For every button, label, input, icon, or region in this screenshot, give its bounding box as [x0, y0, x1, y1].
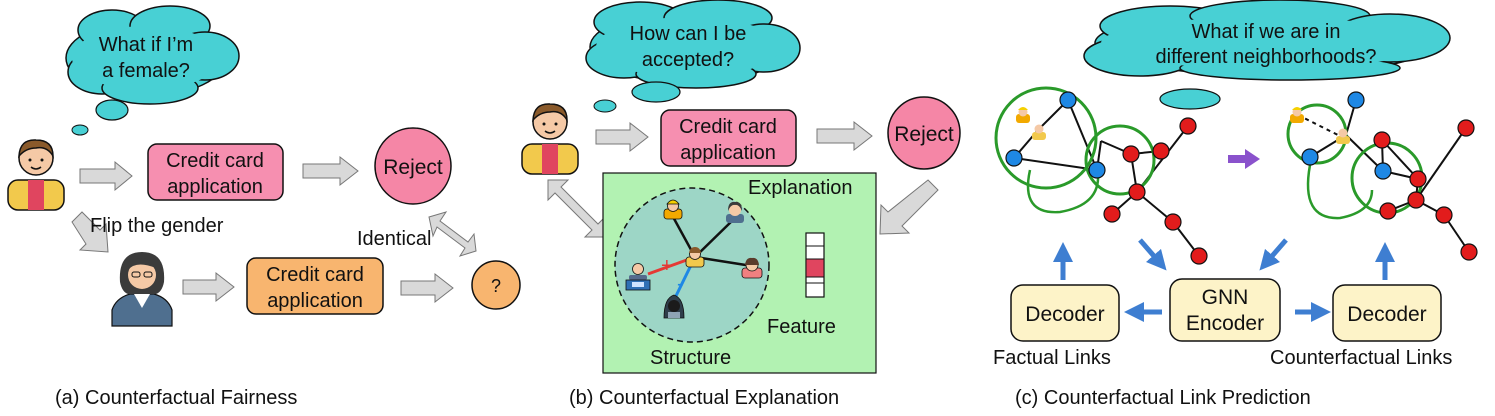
thought-cloud-c: [1083, 0, 1451, 110]
thought-text-c-line2: different neighborhoods?: [1156, 46, 1377, 68]
arrow-a1: [79, 160, 133, 192]
reject-circle-a: [374, 127, 452, 205]
minus-sign: -: [677, 273, 684, 295]
person-icon: [1032, 124, 1046, 140]
application-top-line2: application: [167, 176, 263, 198]
man-avatar-icon: [7, 139, 65, 211]
arrow-a2: [302, 155, 359, 187]
edge-b3: [694, 255, 753, 268]
thought-text-a-line2: a female?: [102, 60, 190, 82]
panel-c: What if we are in different neighborhood…: [993, 0, 1478, 409]
decoder-left-label: Decoder: [1025, 303, 1104, 326]
center-person-icon: [685, 247, 705, 268]
decoder-right-label: Decoder: [1347, 303, 1426, 326]
reject-text-b: Reject: [894, 123, 954, 146]
counterfactual-links-label: Counterfactual Links: [1270, 347, 1452, 369]
worker-icon: [1290, 107, 1304, 123]
decoder-box-left: [1010, 284, 1120, 342]
arrow-a4: [400, 272, 454, 304]
structure-label: Structure: [650, 347, 731, 369]
hacker-icon: [663, 294, 685, 319]
arrow-a-diagonal: [71, 211, 109, 253]
application-bottom-line1: Credit card: [266, 264, 364, 286]
worker-icon: [663, 199, 683, 220]
thought-text-b-line2: accepted?: [642, 49, 734, 71]
thought-text-a-line1: What if I’m: [99, 34, 193, 56]
person-icon: [1336, 128, 1350, 144]
flip-label: Flip the gender: [90, 215, 224, 237]
reject-circle-b: [887, 96, 961, 170]
question-circle: [471, 260, 521, 310]
neighborhood-ring: [1084, 124, 1156, 196]
explanation-label: Explanation: [748, 177, 853, 199]
arrow-b-bidirectional: [547, 179, 606, 238]
feature-label: Feature: [767, 316, 836, 338]
worker-icon: [1016, 107, 1030, 123]
gnn-encoder-line1: GNN: [1202, 286, 1249, 309]
gnn-encoder-box: [1169, 278, 1281, 342]
neighborhood-ring: [994, 86, 1098, 190]
factual-graph: [994, 86, 1208, 265]
application-b-line1: Credit card: [679, 116, 777, 138]
arrow-b2: [816, 120, 873, 152]
flow-arrows: [1053, 238, 1395, 322]
thought-cloud-a: [65, 5, 240, 136]
application-box-bottom: [246, 257, 384, 315]
reject-text-a: Reject: [383, 156, 443, 179]
thought-cloud-b: [585, 0, 801, 113]
arrow-a3: [182, 271, 235, 303]
edge-b2: [694, 218, 735, 258]
application-top-line1: Credit card: [166, 150, 264, 172]
arrow-b-reject-to-explanation: [879, 179, 939, 235]
application-box-top: [147, 143, 284, 201]
application-bottom-line2: application: [267, 290, 363, 312]
feature-bar: [805, 232, 825, 298]
gnn-encoder-line2: Encoder: [1186, 312, 1264, 335]
identical-label: Identical: [357, 228, 432, 250]
thought-text-b-line1: How can I be: [630, 23, 747, 45]
thought-text-c-line1: What if we are in: [1192, 21, 1341, 43]
woman-icon: [726, 201, 744, 223]
counterfactual-graph: [1286, 91, 1478, 261]
identical-arrow: [428, 211, 477, 257]
ceo-icon: [625, 263, 651, 291]
panel-a: What if I’m a female? Credit card applic…: [7, 5, 521, 409]
artist-icon: [741, 257, 763, 279]
question-mark: ?: [491, 276, 501, 296]
man-avatar-icon: [521, 103, 579, 175]
factual-links-label: Factual Links: [993, 347, 1111, 369]
caption-a: (a) Counterfactual Fairness: [55, 387, 297, 409]
caption-b: (b) Counterfactual Explanation: [569, 387, 839, 409]
decoder-box-right: [1332, 284, 1442, 342]
transform-arrow: [1228, 149, 1260, 169]
caption-c: (c) Counterfactual Link Prediction: [1015, 387, 1311, 409]
panel-b: How can I be accepted? Credit card appli…: [521, 0, 961, 409]
woman-avatar-icon: [111, 252, 173, 327]
plus-sign: +: [661, 255, 673, 277]
application-b-line2: application: [680, 142, 776, 164]
arrow-b1: [595, 121, 649, 153]
application-box-b: [660, 109, 797, 167]
